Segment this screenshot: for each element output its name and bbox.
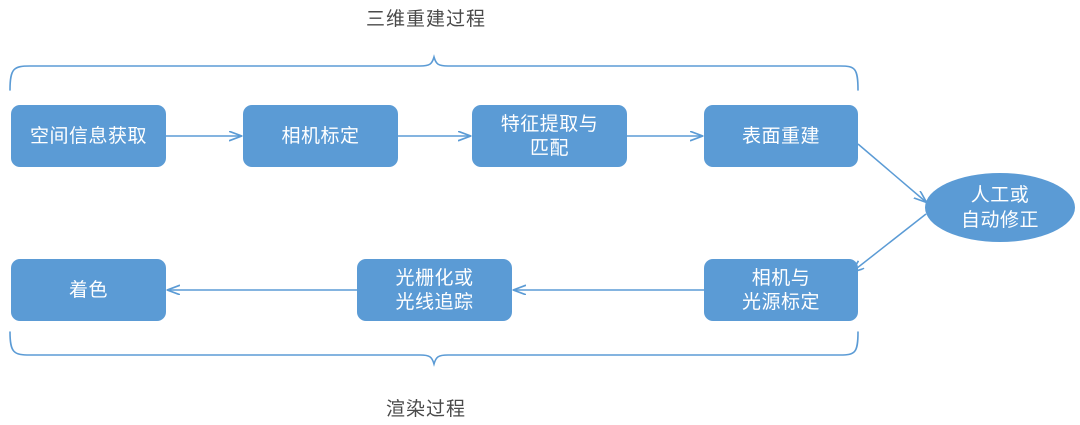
node-manual-or-auto-correction[interactable]: 人工或 自动修正 [925,173,1075,242]
edge-correction-to-camera-light [852,213,927,272]
node-shading[interactable]: 着色 [11,259,166,321]
node-surface-reconstruction[interactable]: 表面重建 [704,105,858,167]
node-feature-extraction-matching[interactable]: 特征提取与 匹配 [472,105,627,167]
phase-label-rendering: 渲染过程 [386,398,467,420]
node-camera-calibration[interactable]: 相机标定 [243,105,398,167]
brace-reconstruction [9,54,859,91]
brace-rendering [9,331,859,367]
phase-label-reconstruction: 三维重建过程 [366,8,487,30]
node-rasterize-or-raytrace[interactable]: 光栅化或 光线追踪 [357,259,512,321]
edge-surface-to-correction [857,143,926,202]
node-camera-light-calibration[interactable]: 相机与 光源标定 [704,259,858,321]
node-spatial-info-acquisition[interactable]: 空间信息获取 [11,105,166,167]
